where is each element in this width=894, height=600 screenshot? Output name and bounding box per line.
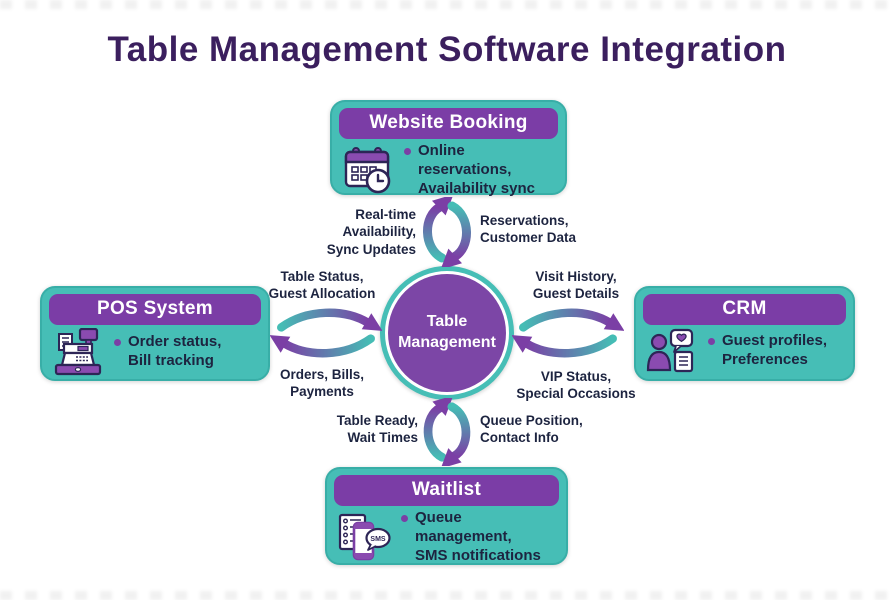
flow-label-realtime-availability: Real-time Availability, Sync Updates xyxy=(326,207,416,257)
flow-label-vip-status: VIP Status, Special Occasions xyxy=(516,369,636,402)
scan-noise-bottom xyxy=(0,591,894,600)
bullet-dot xyxy=(404,148,411,155)
bullet-dot xyxy=(114,339,121,347)
flow-label-reservations: Reservations, Customer Data xyxy=(480,213,577,246)
table-management-hub: Table Management xyxy=(380,266,514,400)
node-pos-system: POS System Order status, Bill tracking xyxy=(40,286,270,381)
sync-arrows-crm xyxy=(512,308,624,358)
calendar-clock-icon xyxy=(344,147,391,194)
node-website-booking-text: Online reservations, Availability sync xyxy=(418,142,535,197)
sync-arrows-website xyxy=(423,197,471,267)
flow-label-table-ready: Table Ready, Wait Times xyxy=(336,413,418,446)
sync-arrows-waitlist xyxy=(423,398,471,466)
phone-sms-icon: SMS xyxy=(338,514,391,561)
node-waitlist: Waitlist SMS Queue management, SMS notif… xyxy=(325,467,568,565)
sms-badge-text: SMS xyxy=(370,536,386,543)
flow-label-orders-bills: Orders, Bills, Payments xyxy=(279,367,365,400)
node-crm-text: Guest profiles, Preferences xyxy=(722,332,828,368)
sync-arrows-pos xyxy=(270,308,382,358)
bullet-dot xyxy=(708,338,715,346)
table-management-hub-circle: Table Management xyxy=(388,274,506,392)
cash-register-icon xyxy=(54,328,102,376)
node-crm-header: CRM xyxy=(643,294,846,325)
node-waitlist-header: Waitlist xyxy=(334,475,559,506)
node-crm-title: CRM xyxy=(722,298,767,319)
flow-label-queue-position: Queue Position, Contact Info xyxy=(480,413,583,446)
node-pos-system-text: Order status, Bill tracking xyxy=(128,333,222,369)
node-waitlist-title: Waitlist xyxy=(411,479,482,500)
customer-profile-icon xyxy=(646,328,694,373)
node-pos-system-header: POS System xyxy=(49,294,261,325)
flow-label-table-status: Table Status, Guest Allocation xyxy=(268,269,376,302)
flow-label-visit-history: Visit History, Guest Details xyxy=(532,269,620,302)
page-title: Table Management Software Integration xyxy=(107,30,787,69)
node-website-booking-header: Website Booking xyxy=(339,108,558,139)
table-management-hub-label: Table Management xyxy=(398,313,496,351)
node-website-booking: Website Booking Online reservations, Ava… xyxy=(330,100,567,197)
bullet-dot xyxy=(401,515,408,522)
node-website-booking-title: Website Booking xyxy=(369,112,528,133)
scan-noise-top xyxy=(0,0,894,9)
node-waitlist-text: Queue management, SMS notifications xyxy=(415,509,541,564)
node-pos-system-title: POS System xyxy=(97,298,213,319)
node-crm: CRM Guest profiles, Preferences xyxy=(634,286,855,381)
